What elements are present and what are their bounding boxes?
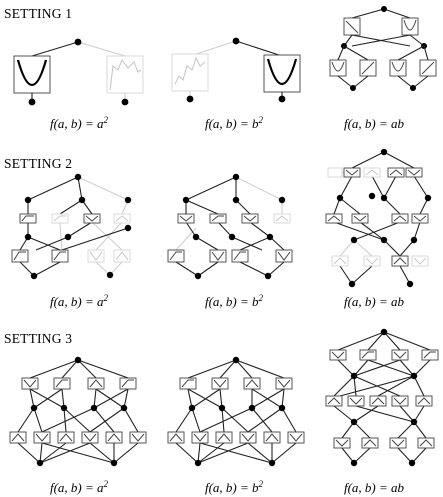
- node: [380, 148, 388, 156]
- node: [406, 280, 414, 288]
- s3-network-ab: [325, 328, 439, 467]
- node: [350, 236, 358, 244]
- node: [124, 224, 132, 232]
- node: [278, 196, 286, 204]
- node: [264, 272, 272, 280]
- node: [60, 404, 68, 412]
- node: [30, 404, 38, 412]
- node: [124, 196, 132, 204]
- node: [408, 459, 416, 467]
- s1-network-b2: [171, 37, 301, 103]
- node: [74, 38, 82, 46]
- node: [410, 236, 418, 244]
- s3-network-a2: [9, 356, 147, 467]
- node: [182, 196, 190, 204]
- node: [348, 280, 356, 288]
- node: [350, 418, 358, 426]
- node: [28, 98, 36, 106]
- setting-2-title: SETTING 2: [4, 156, 73, 171]
- node: [268, 459, 276, 467]
- node: [380, 328, 388, 336]
- caption-s1-ab: f(a, b) = ab: [343, 116, 405, 131]
- node: [186, 95, 194, 103]
- s1-network-a2: [13, 38, 144, 106]
- node: [192, 233, 200, 241]
- node: [232, 196, 240, 204]
- node: [74, 356, 82, 364]
- node: [194, 459, 202, 467]
- node: [381, 6, 387, 12]
- node: [194, 272, 202, 280]
- node: [350, 372, 358, 380]
- caption-s3-ab: f(a, b) = ab: [343, 480, 405, 495]
- node: [266, 233, 274, 241]
- node: [278, 95, 286, 103]
- node: [336, 194, 344, 202]
- node: [90, 404, 98, 412]
- node: [410, 85, 416, 91]
- node: [350, 85, 356, 91]
- node: [30, 272, 38, 280]
- node: [380, 236, 388, 244]
- node: [232, 356, 240, 364]
- node: [278, 404, 286, 412]
- node: [36, 459, 44, 467]
- node: [410, 372, 418, 380]
- caption-s2-b2: f(a, b) = b2: [204, 293, 264, 309]
- setting-1-title: SETTING 1: [4, 6, 73, 21]
- s1-network-ab: [329, 6, 437, 91]
- node: [380, 194, 388, 202]
- s2-network-b2: [167, 173, 293, 280]
- node: [120, 404, 128, 412]
- node: [78, 196, 86, 204]
- node: [424, 194, 432, 202]
- caption-s1-b2: f(a, b) = b2: [204, 115, 264, 131]
- caption-s1-a2: f(a, b) = a2: [49, 115, 109, 131]
- node: [232, 173, 240, 181]
- node: [64, 233, 72, 241]
- node: [106, 271, 114, 279]
- node: [350, 459, 358, 467]
- node: [188, 404, 196, 412]
- node: [74, 173, 82, 181]
- caption-s2-a2: f(a, b) = a2: [49, 293, 109, 309]
- node: [121, 98, 129, 106]
- node: [110, 459, 118, 467]
- s2-network-a2: [11, 173, 132, 280]
- node: [228, 233, 236, 241]
- node: [410, 418, 418, 426]
- node: [24, 233, 32, 241]
- node: [232, 37, 240, 45]
- node: [248, 404, 256, 412]
- caption-s3-a2: f(a, b) = a2: [49, 479, 109, 495]
- s3-network-b2: [167, 356, 305, 467]
- s2-network-ab: [325, 148, 432, 288]
- node: [24, 196, 32, 204]
- node: [218, 404, 226, 412]
- node: [368, 192, 376, 200]
- caption-s2-ab: f(a, b) = ab: [343, 294, 405, 309]
- caption-s3-b2: f(a, b) = b2: [204, 479, 264, 495]
- setting-3-title: SETTING 3: [4, 331, 73, 346]
